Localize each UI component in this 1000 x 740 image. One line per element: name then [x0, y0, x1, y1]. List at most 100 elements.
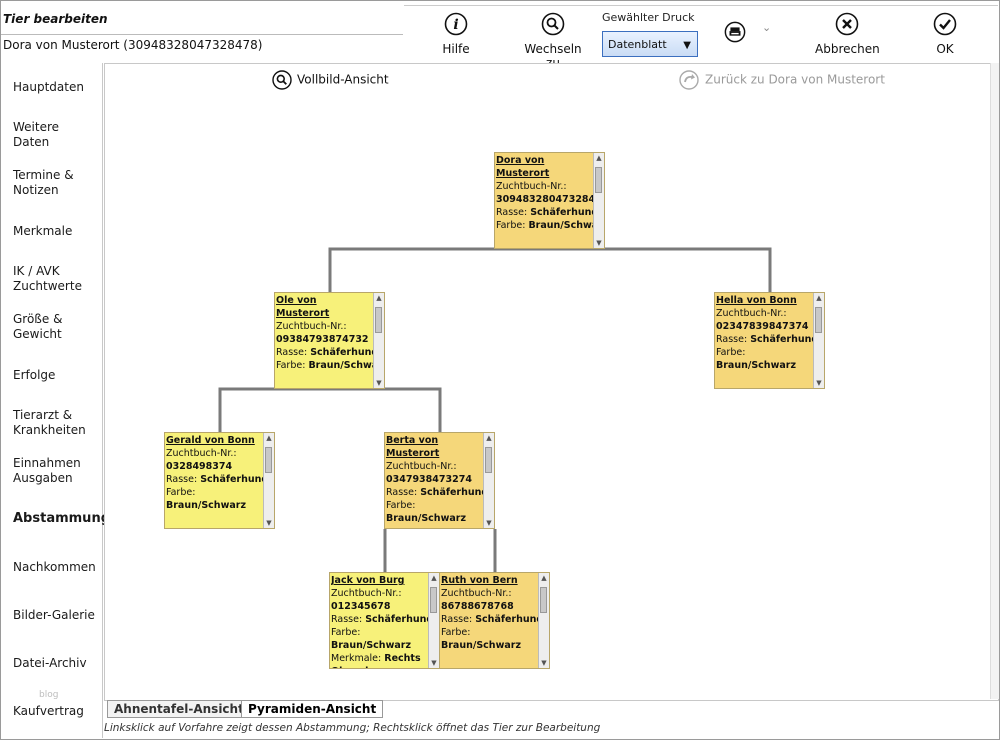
card-extra: Ohr schwarz [331, 665, 428, 668]
card-scrollbar[interactable]: ▲▼ [593, 153, 604, 248]
printer-icon[interactable] [724, 21, 746, 43]
card-zb-label: Zuchtbuch-Nr.: [276, 321, 347, 332]
card-rasse-value: Schäferhund [530, 207, 593, 218]
card-farbe-label: Farbe: [166, 487, 196, 498]
scroll-thumb[interactable] [485, 447, 492, 473]
sidebar-item-merkmale[interactable]: Merkmale [13, 224, 73, 238]
scroll-down-icon[interactable]: ▼ [816, 379, 822, 387]
scroll-up-icon[interactable]: ▲ [816, 294, 822, 302]
scroll-down-icon[interactable]: ▼ [541, 659, 547, 667]
card-name[interactable]: Dora von Musterort [496, 155, 550, 179]
card-rasse-label: Rasse: [166, 474, 198, 485]
card-scrollbar[interactable]: ▲▼ [538, 573, 549, 668]
card-scrollbar[interactable]: ▲▼ [813, 293, 824, 388]
card-zb-label: Zuchtbuch-Nr.: [386, 461, 457, 472]
card-name[interactable]: Gerald von Bonn [166, 435, 255, 446]
sidebar-item-tierarzt[interactable]: Tierarzt & Krankheiten [13, 408, 86, 438]
scroll-thumb[interactable] [815, 307, 822, 333]
card-name[interactable]: Ruth von Bern [441, 575, 518, 586]
scroll-up-icon[interactable]: ▲ [266, 434, 272, 442]
scroll-up-icon[interactable]: ▲ [431, 574, 437, 582]
card-name[interactable]: Hella von Bonn [716, 295, 797, 306]
card-scrollbar[interactable]: ▲▼ [373, 293, 384, 388]
card-scrollbar[interactable]: ▲▼ [263, 433, 274, 528]
scroll-thumb[interactable] [375, 307, 382, 333]
sidebar-item-weitere-daten[interactable]: Weitere Daten [13, 120, 59, 150]
sidebar-item-galerie[interactable]: Bilder-Galerie [13, 608, 95, 622]
svg-text:i: i [453, 17, 458, 33]
card-scrollbar[interactable]: ▲▼ [483, 433, 494, 528]
sidebar-item-label: IK / AVK Zuchtwerte [13, 264, 82, 293]
card-name[interactable]: Berta von Musterort [386, 435, 440, 459]
help-button[interactable]: i Hilfe [438, 12, 474, 56]
scroll-up-icon[interactable]: ▲ [376, 294, 382, 302]
scroll-down-icon[interactable]: ▼ [596, 239, 602, 247]
switch-to-button[interactable]: Wechseln zu [518, 12, 588, 70]
sidebar-item-abstammung[interactable]: Abstammung [13, 511, 110, 526]
card-rasse-row: Rasse: Schäferhund [276, 346, 373, 359]
usage-hint: Linksklick auf Vorfahre zeigt dessen Abs… [104, 722, 601, 734]
sidebar-item-erfolge[interactable]: Erfolge [13, 368, 56, 382]
scroll-up-icon[interactable]: ▲ [541, 574, 547, 582]
header-divider [1, 34, 403, 35]
print-select[interactable]: Datenblatt ▼ [602, 31, 698, 57]
card-name[interactable]: Jack von Burg [331, 575, 405, 586]
card-zb-label: Zuchtbuch-Nr.: [331, 588, 402, 599]
magnifier-icon [272, 70, 292, 90]
close-icon [835, 12, 859, 36]
sidebar-item-einnahmen[interactable]: Einnahmen Ausgaben [13, 456, 81, 486]
scroll-thumb[interactable] [595, 167, 602, 193]
scroll-thumb[interactable] [265, 447, 272, 473]
card-merkmale-row: Merkmale: Rechts [331, 652, 428, 665]
back-label: Zurück zu Dora von Musterort [705, 72, 885, 87]
scroll-up-icon[interactable]: ▲ [486, 434, 492, 442]
sidebar-item-nachkommen[interactable]: Nachkommen [13, 560, 96, 574]
scroll-down-icon[interactable]: ▼ [486, 519, 492, 527]
sidebar-item-archiv[interactable]: Datei-Archiv [13, 656, 87, 670]
header-info: Tier bearbeiten Dora von Musterort (3094… [1, 1, 403, 59]
scroll-down-icon[interactable]: ▼ [431, 659, 437, 667]
back-link: Zurück zu Dora von Musterort [679, 70, 885, 90]
scroll-thumb[interactable] [430, 587, 437, 613]
card-rasse-label: Rasse: [331, 614, 363, 625]
card-farbe-label: Farbe: [276, 360, 306, 371]
sidebar-item-hauptdaten[interactable]: Hauptdaten [13, 80, 84, 94]
sidebar-item-zuchtwerte[interactable]: IK / AVK Zuchtwerte [13, 264, 82, 294]
sidebar-item-termine[interactable]: Termine & Notizen [13, 168, 74, 198]
fullscreen-link[interactable]: Vollbild-Ansicht [272, 70, 389, 90]
panel-scrollbar[interactable] [990, 63, 999, 699]
card-rasse-value: Schäferhund [750, 334, 813, 345]
scroll-down-icon[interactable]: ▼ [376, 379, 382, 387]
ok-button[interactable]: OK [928, 12, 962, 56]
cancel-button[interactable]: Abbrechen [815, 12, 880, 56]
scroll-up-icon[interactable]: ▲ [596, 154, 602, 162]
card-rasse-label: Rasse: [276, 347, 308, 358]
card-rasse-label: Rasse: [496, 207, 528, 218]
tab-ahnentafel[interactable]: Ahnentafel-Ansicht [107, 700, 251, 718]
card-zb-label: Zuchtbuch-Nr.: [441, 588, 512, 599]
card-name[interactable]: Ole von Musterort [276, 295, 330, 319]
card-farbe-row: Farbe: Braun/Schwarz [276, 359, 373, 372]
tab-pyramide[interactable]: Pyramiden-Ansicht [241, 700, 384, 718]
card-rasse-row: Rasse: Schäferhund [331, 613, 428, 626]
scroll-down-icon[interactable]: ▼ [266, 519, 272, 527]
animal-subtitle: Dora von Musterort (30948328047328478) [3, 38, 263, 52]
sidebar-item-groesse[interactable]: Größe & Gewicht [13, 312, 62, 342]
print-dropdown-icon[interactable]: ⌄ [762, 21, 772, 34]
scroll-thumb[interactable] [540, 587, 547, 613]
card-farbe-value: Braun/Schwarz [386, 513, 466, 524]
card-zb-value: 02347839847374 [716, 321, 809, 332]
card-scrollbar[interactable]: ▲▼ [428, 573, 439, 668]
sidebar-item-kaufvertrag[interactable]: Kaufvertrag [13, 704, 84, 718]
